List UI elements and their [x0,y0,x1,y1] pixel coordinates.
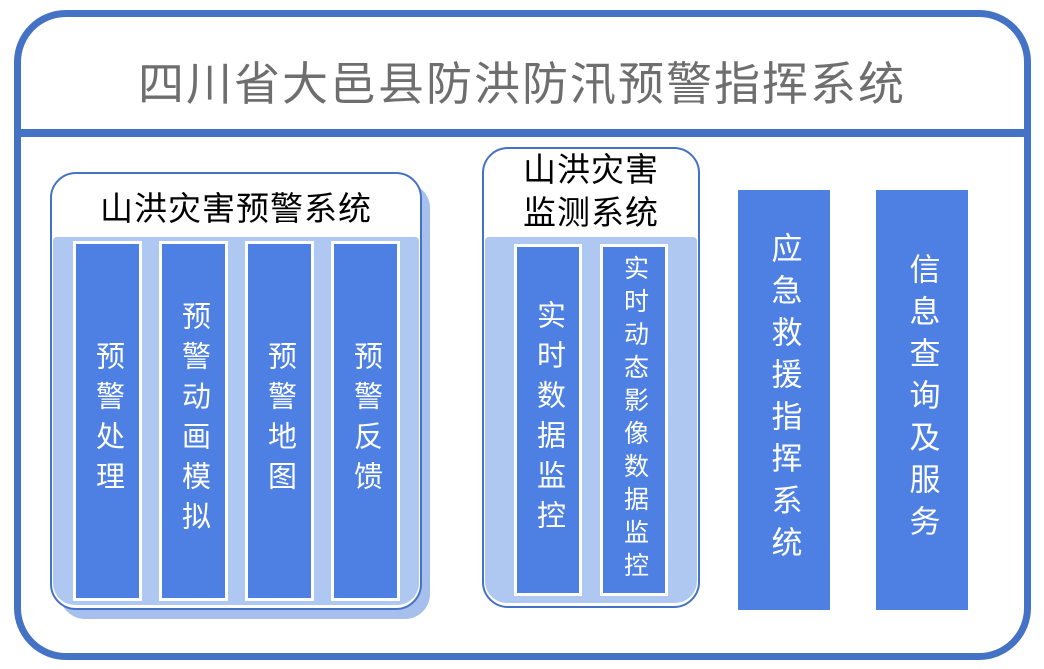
bar-emergency-rescue-command-system: 应急救援指挥系统 [738,190,830,610]
monitoring-system-group-title-text: 山洪灾害监测系统 [523,153,659,232]
bar-info-query-and-service-label: 信息查询及服务 [904,253,940,547]
bar-alert-processing-label: 预警处理 [91,341,124,501]
bar-alert-processing: 预警处理 [72,241,142,601]
page-title: 四川省大邑县防洪防汛预警指挥系统 [138,58,906,110]
bar-emergency-rescue-command-system-label: 应急救援指挥系统 [766,232,802,568]
bar-alert-map-label: 预警地图 [263,341,296,501]
outer-frame [14,10,1031,660]
title-divider [14,129,1031,137]
warning-system-panel: 预警处理 预警动画模拟 预警地图 预警反馈 [53,237,419,605]
bar-alert-feedback-label: 预警反馈 [349,341,382,501]
warning-system-group-title: 山洪灾害预警系统 [100,191,372,228]
monitoring-system-group: 山洪灾害监测系统 实时数据监控 实时动态影像数据监控 [482,147,700,608]
bar-realtime-dynamic-video-data-monitoring: 实时动态影像数据监控 [600,244,668,596]
monitoring-system-group-title: 山洪灾害监测系统 [484,149,698,237]
warning-system-group: 山洪灾害预警系统 预警处理 预警动画模拟 预警地图 预警反馈 [50,172,422,610]
bar-alert-animation-simulation-label: 预警动画模拟 [177,301,210,541]
bar-realtime-data-monitoring: 实时数据监控 [514,244,582,596]
bar-realtime-data-monitoring-label: 实时数据监控 [532,300,565,540]
bar-alert-animation-simulation: 预警动画模拟 [158,241,228,601]
bar-info-query-and-service: 信息查询及服务 [876,190,968,610]
monitoring-system-panel: 实时数据监控 实时动态影像数据监控 [485,237,697,603]
bar-realtime-dynamic-video-data-monitoring-label: 实时动态影像数据监控 [620,255,648,585]
bar-alert-feedback: 预警反馈 [330,241,400,601]
bar-alert-map: 预警地图 [244,241,314,601]
